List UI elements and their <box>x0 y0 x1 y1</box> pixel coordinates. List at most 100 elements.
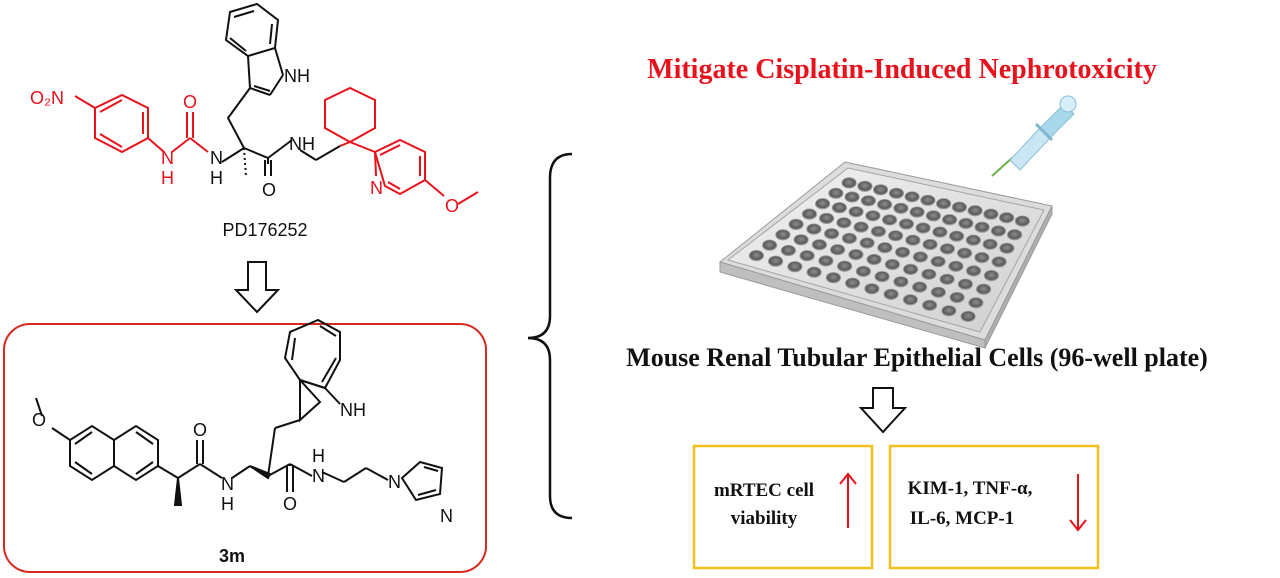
well <box>818 255 834 267</box>
well <box>893 202 909 214</box>
atom-n-imid2-3m: N <box>440 506 453 526</box>
atom-n-amide2-3m: N <box>312 466 325 486</box>
well <box>844 277 861 289</box>
viability-line2: viability <box>731 508 798 529</box>
atom-h-urea-right: H <box>210 168 223 188</box>
well <box>872 184 889 196</box>
well <box>841 177 857 189</box>
atom-n-imid1-3m: N <box>388 472 401 492</box>
well <box>893 276 909 288</box>
well <box>921 268 937 280</box>
well <box>921 299 938 311</box>
well <box>939 243 956 255</box>
well <box>957 278 974 290</box>
well <box>866 253 882 266</box>
wells-grid <box>748 177 1031 322</box>
compound-3m-box <box>3 323 487 573</box>
well <box>748 250 765 262</box>
well <box>920 194 936 206</box>
atom-n-urea-left: N <box>161 148 174 168</box>
viability-line1: mRTEC cell <box>714 480 814 501</box>
well <box>806 266 822 278</box>
well <box>898 218 915 230</box>
down-arrow-right <box>858 387 908 434</box>
down-arrow-left <box>233 261 281 314</box>
atom-o-methoxy-3m: O <box>32 410 46 430</box>
well <box>888 187 905 199</box>
atom-o-amide: O <box>262 180 276 200</box>
atom-h-amide1-3m: H <box>221 494 234 514</box>
well <box>999 242 1015 254</box>
well-plate-96 <box>718 161 1053 349</box>
well <box>958 217 974 229</box>
well <box>801 208 818 220</box>
well <box>948 260 964 272</box>
well <box>793 234 809 246</box>
well <box>998 212 1015 224</box>
atom-h-amide2-3m: H <box>312 446 325 466</box>
well <box>874 270 890 283</box>
well <box>761 239 778 251</box>
well <box>965 265 982 277</box>
well <box>831 202 848 214</box>
well <box>865 210 881 222</box>
well <box>905 234 921 246</box>
atom-nh-indole-3m: NH <box>340 400 366 420</box>
well <box>975 283 992 295</box>
well <box>823 228 840 240</box>
well <box>960 310 976 322</box>
well <box>930 255 946 268</box>
well <box>855 265 872 277</box>
well <box>780 244 797 257</box>
atom-o-urea: O <box>183 92 197 112</box>
atom-no2: O₂N <box>30 88 64 108</box>
well <box>818 212 835 224</box>
well <box>787 261 803 273</box>
well <box>1006 229 1023 241</box>
well <box>848 206 864 218</box>
well <box>814 198 831 210</box>
well <box>860 195 877 207</box>
well <box>932 226 948 238</box>
well <box>799 250 815 262</box>
atom-nh-indole: NH <box>284 66 310 86</box>
well <box>983 208 999 220</box>
atom-o-amide2-3m: O <box>283 494 297 514</box>
result-box-viability <box>692 444 874 570</box>
well <box>909 206 925 218</box>
markers-line2: IL-6, MCP-1 <box>910 508 1014 529</box>
syringe-icon <box>991 95 1077 177</box>
atom-o-amide1-3m: O <box>193 420 207 440</box>
atom-o-methoxy: O <box>445 196 459 216</box>
well <box>775 229 791 241</box>
well <box>848 249 864 261</box>
well <box>870 225 887 238</box>
well <box>884 258 901 271</box>
well <box>767 255 784 267</box>
well <box>902 294 919 306</box>
markers-line1: KIM-1, TNF-α, <box>908 478 1033 499</box>
well <box>836 217 852 229</box>
well <box>844 191 860 203</box>
well <box>974 221 990 233</box>
molecule-pd176252 <box>221 2 341 177</box>
atom-labels-bottom: O O N H NH H N O N N 3m <box>32 400 453 566</box>
well <box>904 191 920 203</box>
cells-label: Mouse Renal Tubular Epithelial Cells (96… <box>626 343 1208 372</box>
well <box>859 237 875 249</box>
atom-nh-amide: NH <box>289 134 315 154</box>
down-arrow-red-icon <box>1069 474 1087 532</box>
compound-name-pd176252: PD176252 <box>222 220 307 240</box>
well <box>990 225 1007 237</box>
well <box>915 222 931 234</box>
well <box>925 210 942 222</box>
well <box>902 263 919 275</box>
well <box>841 232 858 244</box>
atom-n-urea-right: N <box>210 148 223 168</box>
well <box>1014 215 1031 227</box>
compound-name-3m: 3m <box>219 546 245 566</box>
well <box>922 238 938 251</box>
well <box>965 234 982 246</box>
up-arrow-icon <box>839 472 857 528</box>
atom-labels-top: NH O₂N O N H N H NH O N O PD176252 <box>30 66 459 240</box>
